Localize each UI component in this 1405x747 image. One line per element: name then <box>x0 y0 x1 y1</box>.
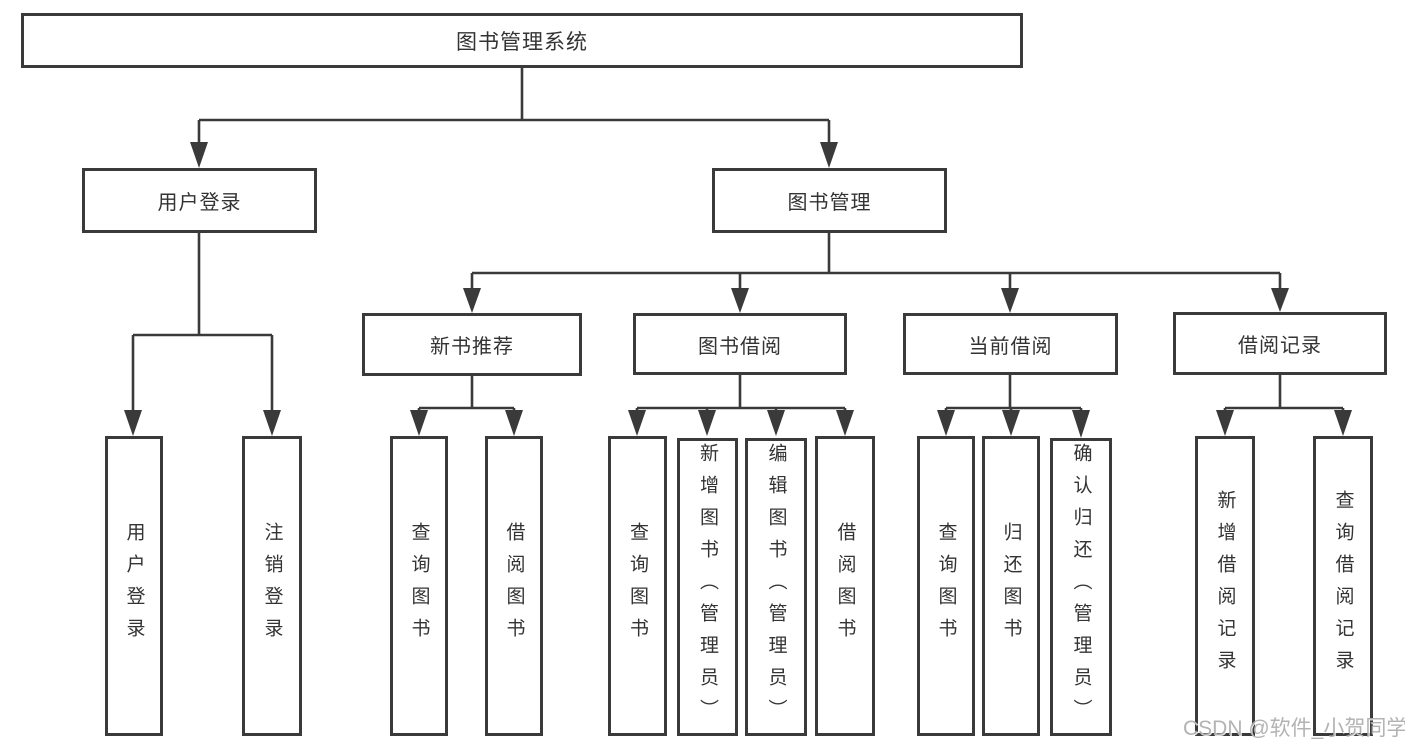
node-book-management: 图书管理 <box>712 168 947 233</box>
leaf-label: 编辑图书（管理员） <box>765 443 787 731</box>
node-label: 新书推荐 <box>430 336 514 358</box>
node-label: 图书借阅 <box>698 335 782 358</box>
node-borrow-records: 借阅记录 <box>1173 312 1387 375</box>
node-library-management-system: 图书管理系统 <box>21 13 1023 68</box>
leaf-add-borrow-record: 新增借阅记录 <box>1195 436 1255 736</box>
leaf-label: 归还图书 <box>1000 522 1022 650</box>
node-label: 图书管理 <box>787 192 872 214</box>
leaf-label: 查询借阅记录 <box>1332 490 1354 682</box>
node-new-book-recommend: 新书推荐 <box>362 313 582 376</box>
leaf-label: 用户登录 <box>123 522 145 650</box>
leaf-query-borrow-record: 查询借阅记录 <box>1313 436 1373 736</box>
leaf-label: 新增借阅记录 <box>1214 490 1236 682</box>
leaf-label: 查询图书 <box>935 522 957 650</box>
leaf-return-book: 归还图书 <box>982 436 1040 736</box>
node-label: 用户登录 <box>157 192 242 214</box>
leaf-borrow-books: 借阅图书 <box>815 436 875 736</box>
leaf-label: 查询图书 <box>408 522 430 650</box>
leaf-label: 确认归还（管理员） <box>1070 443 1092 731</box>
leaf-borrow-books-recommend: 借阅图书 <box>485 436 543 736</box>
leaf-edit-book-admin: 编辑图书（管理员） <box>745 438 807 736</box>
leaf-query-books-recommend: 查询图书 <box>390 436 448 736</box>
node-label: 图书管理系统 <box>456 30 588 54</box>
leaf-logout: 注销登录 <box>242 436 302 736</box>
node-label: 借阅记录 <box>1238 335 1322 357</box>
node-book-borrow: 图书借阅 <box>633 313 847 375</box>
leaf-label: 借阅图书 <box>503 522 525 650</box>
leaf-label: 借阅图书 <box>834 522 856 650</box>
leaf-label: 注销登录 <box>261 522 283 650</box>
leaf-query-books-current: 查询图书 <box>917 436 975 736</box>
leaf-query-books-borrow: 查询图书 <box>608 436 667 736</box>
leaf-label: 查询图书 <box>627 522 648 650</box>
node-user-login: 用户登录 <box>82 168 317 233</box>
leaf-confirm-return-admin: 确认归还（管理员） <box>1050 438 1112 736</box>
leaf-add-book-admin: 新增图书（管理员） <box>677 438 738 736</box>
leaf-user-login: 用户登录 <box>105 436 163 736</box>
csdn-watermark: CSDN @软件_小贺同学 <box>1183 717 1405 740</box>
leaf-label: 新增图书（管理员） <box>697 443 718 731</box>
node-label: 当前借阅 <box>968 335 1053 358</box>
node-current-borrow: 当前借阅 <box>903 313 1118 375</box>
